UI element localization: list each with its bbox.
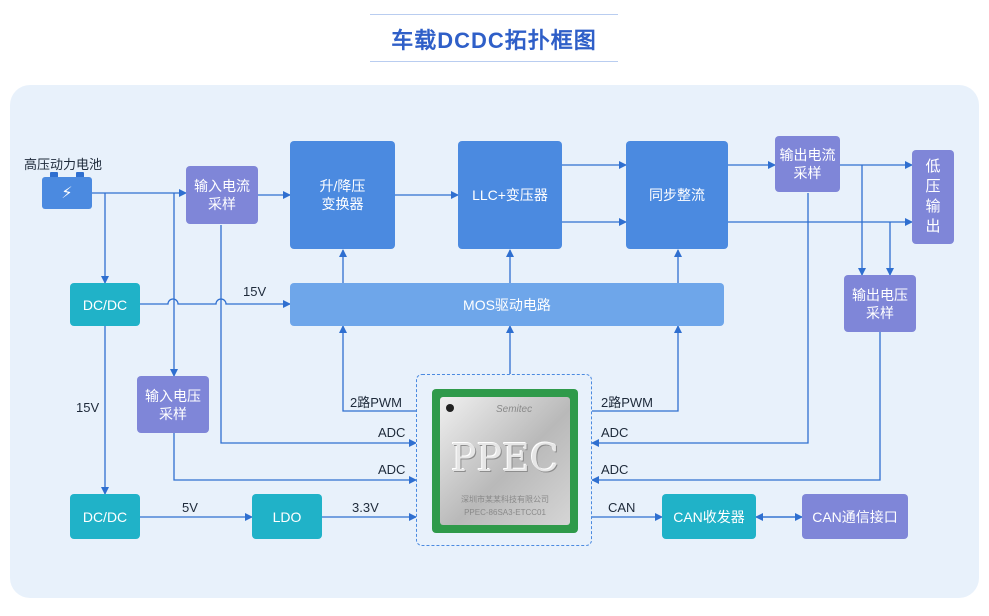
label-can: CAN (608, 500, 636, 515)
chip-maker: 深圳市某某科技有限公司 (461, 495, 549, 504)
mos-driver-block: MOS驱动电路 (290, 283, 724, 326)
low-voltage-output-block: 低 压 输 出 (912, 150, 954, 244)
low-voltage-output-char: 输 (925, 198, 941, 215)
label-5v: 5V (182, 500, 198, 515)
battery-icon: ⚡ (42, 172, 92, 209)
battery-label: 高压动力电池 (24, 157, 103, 172)
dcdc-top-block: DC/DC (70, 283, 140, 326)
label-3v3: 3.3V (352, 500, 379, 515)
output-voltage-sampling-block: 输出电压 采样 (844, 275, 916, 332)
can-transceiver-block: CAN收发器 (662, 494, 756, 539)
input-voltage-sampling-block: 输入电压 采样 (137, 376, 209, 433)
dcdc-bottom-block: DC/DC (70, 494, 140, 539)
low-voltage-output-char: 出 (925, 218, 941, 235)
diagram-title: 车载DCDC拓扑框图 (391, 28, 597, 53)
low-voltage-output-char: 压 (925, 178, 941, 195)
low-voltage-output-char: 低 (925, 158, 941, 175)
ldo-block: LDO (252, 494, 322, 539)
label-pwm-right: 2路PWM (601, 395, 654, 410)
label-15v-left: 15V (76, 400, 100, 415)
chip-name: PPEC (451, 436, 559, 480)
label-15v-top: 15V (243, 284, 267, 299)
input-current-sampling-block: 输入电流 采样 (186, 166, 258, 224)
label-adc-right-2: ADC (601, 462, 629, 477)
title-frame: 车载DCDC拓扑框图 (370, 14, 618, 62)
label-pwm-left: 2路PWM (350, 395, 403, 410)
label-adc-left-1: ADC (378, 425, 406, 440)
output-current-sampling-block: 输出电流 采样 (775, 136, 840, 192)
chip-pin1-dot (446, 404, 454, 412)
can-interface-block: CAN通信接口 (802, 494, 908, 539)
label-adc-right-1: ADC (601, 425, 629, 440)
chip-part-number: PPEC-86SA3-ETCC01 (464, 508, 546, 517)
boost-buck-converter-block: 升/降压 变换器 (290, 141, 395, 249)
chip-brand: Semitec (496, 404, 533, 415)
sync-rectifier-block: 同步整流 (626, 141, 728, 249)
label-adc-left-2: ADC (378, 462, 406, 477)
chip-lid (440, 397, 570, 525)
llc-transformer-block: LLC+变压器 (458, 141, 562, 249)
